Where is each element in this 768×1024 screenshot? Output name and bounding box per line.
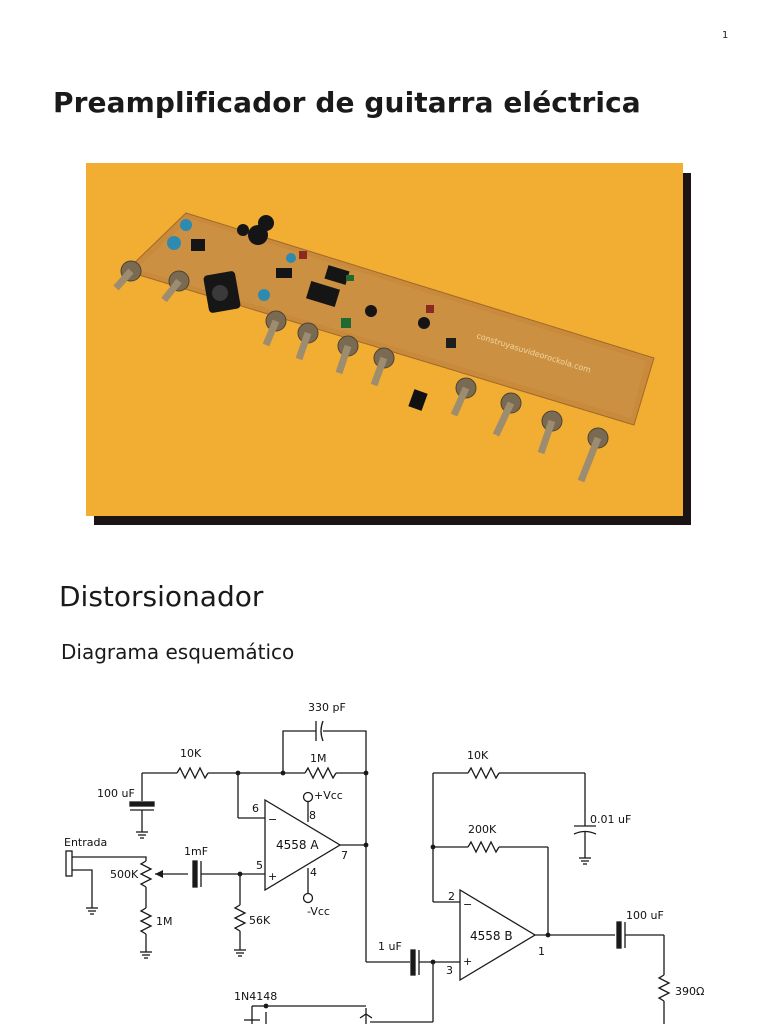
label-pin4: 4 bbox=[310, 866, 317, 879]
label-56k: 56K bbox=[249, 914, 271, 927]
label-entrada: Entrada bbox=[64, 836, 107, 849]
preamp-photo: construyasuvideorockola.com bbox=[86, 163, 692, 525]
resistor-1m-fb bbox=[304, 766, 337, 780]
cap-100uf-in bbox=[129, 801, 155, 807]
potentiometers bbox=[113, 260, 609, 483]
switch bbox=[408, 389, 428, 411]
subsection-title: Diagrama esquemático bbox=[61, 640, 295, 664]
cap-100uf-out bbox=[616, 921, 622, 949]
opamp-a bbox=[264, 798, 342, 892]
preamp-board-illustration: construyasuvideorockola.com bbox=[113, 212, 655, 483]
wire-330pf-loop bbox=[282, 730, 316, 773]
integrated-circuits bbox=[191, 239, 350, 307]
label-pin6: 6 bbox=[252, 802, 259, 815]
label-1uf: 1 uF bbox=[378, 940, 402, 953]
label-330pf: 330 pF bbox=[308, 701, 346, 714]
resistor-10k-in bbox=[176, 766, 209, 780]
resistor-10k-b bbox=[467, 766, 500, 780]
label-1m-fb: 1M bbox=[310, 752, 327, 765]
label-500k: 500K bbox=[110, 868, 139, 881]
resistor-1m-gnd bbox=[139, 907, 153, 935]
junction-dots bbox=[235, 770, 551, 1009]
label-001uf: 0.01 uF bbox=[590, 813, 631, 826]
label-1n4148: 1N4148 bbox=[234, 990, 277, 1003]
pot-500k bbox=[139, 860, 153, 888]
label-pin2: 2 bbox=[448, 890, 455, 903]
small-components bbox=[299, 251, 456, 348]
label-pin3: 3 bbox=[446, 964, 453, 977]
label-100uf-out: 100 uF bbox=[626, 909, 664, 922]
label-pin7: 7 bbox=[341, 849, 348, 862]
label-plus-a: + bbox=[268, 870, 277, 883]
label-plus-b: + bbox=[463, 955, 472, 968]
vcc-neg-terminal bbox=[302, 892, 314, 904]
label-minus-a: − bbox=[268, 813, 277, 826]
label-opamp-b: 4558 B bbox=[470, 929, 513, 943]
resistor-56k bbox=[233, 904, 247, 932]
cap-330pf-plate2 bbox=[320, 720, 324, 742]
label-1m-gnd: 1M bbox=[156, 915, 173, 928]
label-opamp-a: 4558 A bbox=[276, 838, 319, 852]
cap-1mf bbox=[192, 860, 198, 888]
distortion-schematic: 330 pF 10K 1M 100 uF 6 − +Vcc 8 4558 A 7… bbox=[64, 701, 704, 1024]
label-minus-b: − bbox=[463, 898, 472, 911]
section-title: Distorsionador bbox=[59, 580, 264, 613]
capacitors bbox=[167, 215, 430, 329]
label-pin8: 8 bbox=[309, 809, 316, 822]
input-jack bbox=[65, 850, 73, 877]
label-10k-b: 10K bbox=[467, 749, 489, 762]
label-100uf-in: 100 uF bbox=[97, 787, 135, 800]
label-200k: 200K bbox=[468, 823, 497, 836]
page-title: Preamplificador de guitarra eléctrica bbox=[53, 86, 641, 119]
resistor-390 bbox=[657, 974, 671, 1002]
label-pin1: 1 bbox=[538, 945, 545, 958]
label-pin5: 5 bbox=[256, 859, 263, 872]
label-vcc-neg: -Vcc bbox=[307, 905, 330, 918]
label-390: 390Ω bbox=[675, 985, 704, 998]
page-number: 1 bbox=[722, 30, 729, 41]
preamp-board-image: construyasuvideorockola.com bbox=[86, 163, 683, 516]
opamp-b bbox=[459, 888, 537, 982]
cap-1uf bbox=[410, 949, 416, 976]
resistor-200k bbox=[467, 840, 500, 854]
label-vcc-pos: +Vcc bbox=[314, 789, 343, 802]
label-1mf: 1mF bbox=[184, 845, 208, 858]
vcc-pos-terminal bbox=[302, 791, 314, 803]
label-10k-in: 10K bbox=[180, 747, 202, 760]
